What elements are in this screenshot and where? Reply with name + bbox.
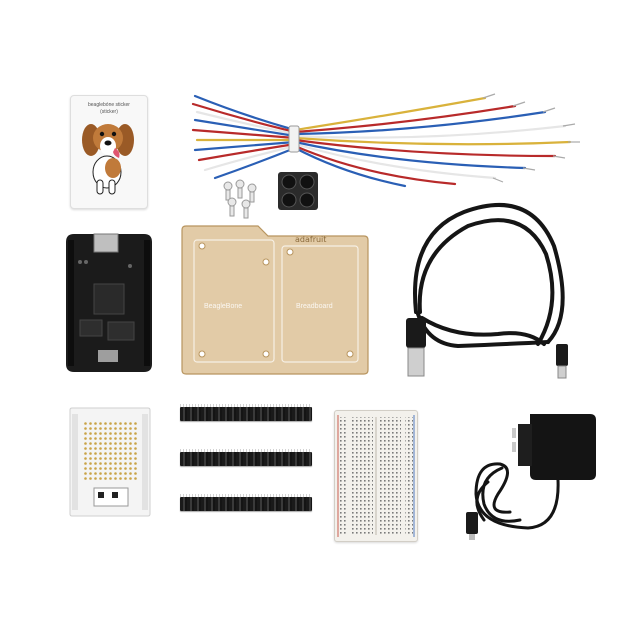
proto-cape [69, 407, 151, 517]
half-size-breadboard [334, 410, 418, 542]
acrylic-mounting-plate: adafruit BeagleBone Breadboard [181, 225, 369, 375]
beaglebone-black-board [66, 233, 152, 372]
pin-header-strip [180, 449, 312, 466]
plate-label-left: BeagleBone [204, 303, 242, 310]
svg-text:adafruit: adafruit [295, 235, 326, 244]
screws-and-standoffs [223, 179, 257, 219]
breadboard-icon [337, 415, 415, 537]
rubber-feet [278, 172, 318, 210]
plate-label-right: Breadboard [296, 303, 333, 310]
jumper-wires-bundle [191, 93, 580, 188]
pin-header-strip [180, 404, 312, 421]
sticker-caption: beaglebóne sticker [88, 102, 130, 108]
beaglebone-sticker: beaglebóne sticker (sticker) [70, 95, 148, 209]
usb-cable [406, 203, 568, 379]
pin-header-strip [180, 494, 312, 511]
beagle-dog-icon [82, 124, 134, 195]
power-adapter [466, 414, 596, 540]
sticker-caption-secondary: (sticker) [100, 109, 118, 115]
